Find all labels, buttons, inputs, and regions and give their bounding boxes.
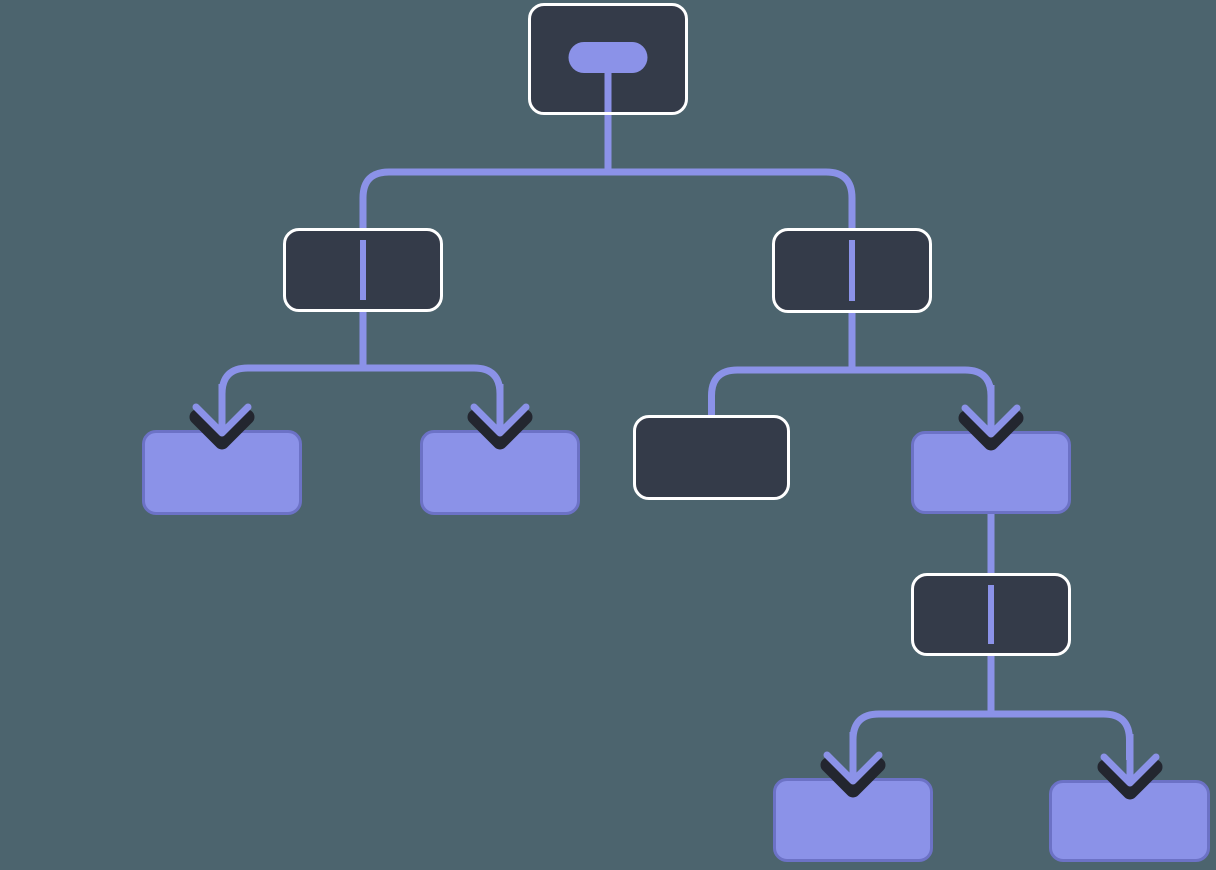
node-branch-right[interactable] [772,228,932,313]
node-divider-bar [988,585,994,644]
node-node-d[interactable] [911,431,1071,514]
pill-stem [604,64,612,112]
node-divider-bar [849,240,855,301]
node-branch-left[interactable] [283,228,443,312]
edge-from-root [359,115,856,232]
node-leaf-b[interactable] [420,430,580,515]
edge-from-branch-d [849,656,1133,760]
node-root[interactable] [528,3,688,115]
edge-from-branch-left [218,312,504,410]
node-divider-bar [360,240,366,300]
node-leaf-f[interactable] [1049,780,1210,862]
node-branch-d[interactable] [911,573,1071,656]
edge-from-branch-right [708,313,995,419]
node-leaf-e[interactable] [773,778,933,862]
node-node-c[interactable] [633,415,790,500]
node-leaf-a[interactable] [142,430,302,515]
pill-badge [568,42,648,73]
